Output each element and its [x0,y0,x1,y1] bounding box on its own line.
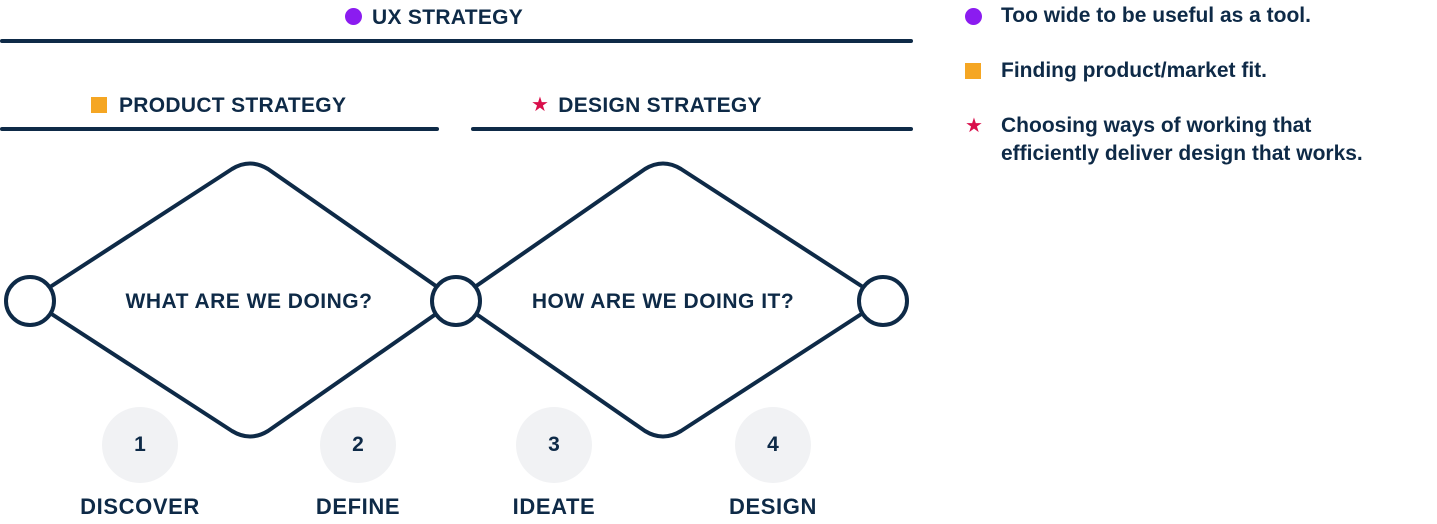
design-strategy-label: DESIGN STRATEGY [558,94,762,117]
design-strategy-rule [471,127,913,131]
step-number-discover: 1 [102,407,178,483]
star-icon: ★ [965,115,983,137]
star-icon: ★ [531,94,550,116]
design-strategy-heading: ★ DESIGN STRATEGY [531,94,762,118]
legend-item-design: ★ Choosing ways of working that efficien… [965,112,1363,168]
legend-text-ux: Too wide to be useful as a tool. [1001,4,1311,27]
product-strategy-rule [0,127,439,131]
square-icon [965,63,981,79]
start-node [4,275,56,327]
step-number-design: 4 [735,407,811,483]
step-number-ideate: 3 [516,407,592,483]
circle-icon [965,7,982,25]
step-number-define: 2 [320,407,396,483]
product-strategy-label: PRODUCT STRATEGY [119,94,347,117]
legend-text-design: Choosing ways of working that efficientl… [1001,114,1363,165]
circle-icon [345,8,362,25]
product-strategy-heading: PRODUCT STRATEGY [91,94,346,118]
double-diamond-diagram: WHAT ARE WE DOING? HOW ARE WE DOING IT? [4,161,909,439]
ux-strategy-rule [0,39,913,43]
step-name-discover: DISCOVER [80,494,200,519]
step-name-design: DESIGN [729,494,817,519]
ux-strategy-heading: UX STRATEGY [345,6,523,30]
legend-item-ux: Too wide to be useful as a tool. [965,2,1311,30]
step-name-ideate: IDEATE [512,494,596,519]
diamond-question-how: HOW ARE WE DOING IT? [532,290,794,313]
middle-node [430,275,482,327]
step-name-define: DEFINE [315,494,401,519]
square-icon [91,97,107,113]
end-node [857,275,909,327]
ux-strategy-label: UX STRATEGY [372,6,524,29]
legend-text-product: Finding product/market fit. [1001,59,1267,82]
diamond-question-what: WHAT ARE WE DOING? [126,290,373,313]
legend-item-product: Finding product/market fit. [965,57,1267,85]
